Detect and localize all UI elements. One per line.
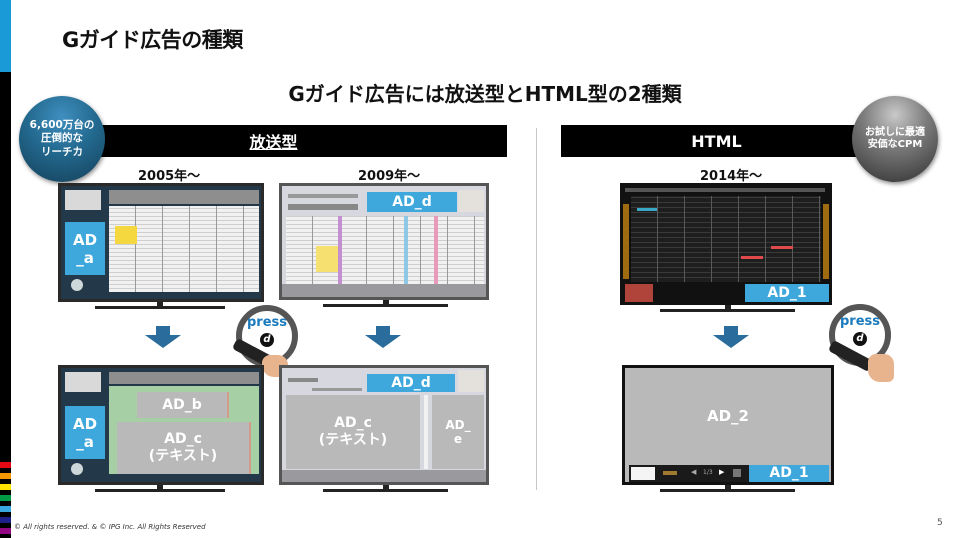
html-section-header: HTML (561, 125, 872, 157)
reach-badge-line: 圧倒的な (41, 132, 83, 145)
page-subtitle: Gガイド広告には放送型とHTML型の2種類 (288, 82, 682, 106)
cpm-badge-line: 安価なCPM (867, 139, 923, 150)
pager-prev-icon[interactable]: ◀ (691, 468, 697, 476)
tv-2005-epg: AD _a (58, 183, 264, 302)
ad-c-text: AD_c (テキスト) (117, 422, 251, 474)
press-label: press (246, 315, 287, 330)
thumbnail-image (458, 190, 484, 212)
color-stripe-lightblue (0, 506, 11, 512)
tv-stand (660, 485, 795, 492)
tv-2014-html-epg: AD_1 (620, 183, 832, 305)
program-text (741, 256, 763, 259)
data-broadcast-area: AD_b AD_c (テキスト) (109, 386, 259, 474)
epg-date-text (288, 204, 358, 210)
thumbnail-image (65, 190, 101, 210)
epg-header (625, 188, 825, 192)
epg-footer (282, 284, 486, 297)
color-stripe-orange (0, 473, 11, 479)
press-label: press (839, 314, 880, 329)
epg-grid (286, 216, 484, 284)
ad-d: AD_d (367, 192, 457, 212)
cpm-badge: お試しに最適 安価なCPM (852, 96, 938, 182)
epg-header (109, 190, 259, 204)
d-button-icon: d (260, 333, 274, 347)
tv-stand (95, 302, 225, 309)
down-arrow-icon (713, 326, 749, 348)
tv-2009-epg: AD_d (279, 183, 489, 300)
ad-1: AD_1 (745, 284, 829, 302)
pager-next-icon[interactable]: ▶ (719, 468, 725, 476)
ad-a: AD _a (65, 222, 105, 275)
ad-1: AD_1 (749, 465, 829, 482)
ad-c-text: AD_c (テキスト) (286, 395, 420, 469)
dpad-icon (71, 463, 83, 475)
epg-grid (631, 196, 821, 282)
epg-grid (109, 206, 259, 292)
tv-2005-data-broadcast: AD _a AD_b AD_c (テキスト) (58, 365, 264, 485)
genre-stripe (434, 216, 438, 284)
year-label-2014: 2014年～ (700, 169, 763, 184)
reach-badge-line: リーチカ (41, 145, 83, 158)
color-stripe-yellow (0, 484, 11, 490)
reach-badge: 6,600万台の 圧倒的な リーチカ (19, 96, 105, 182)
channel-logo (631, 467, 655, 480)
left-accent-bar-blue (0, 0, 11, 72)
header-text (312, 388, 362, 391)
genre-stripe (338, 216, 342, 284)
ad-b: AD_b (137, 392, 229, 418)
ad-e: AD_ e (432, 395, 484, 469)
program-text (771, 246, 793, 249)
left-accent-bar (0, 0, 11, 538)
program-text (637, 208, 657, 211)
broadcast-section-label: 放送型 (249, 133, 298, 152)
thumbnail-image (625, 284, 653, 302)
ad-a: AD _a (65, 406, 105, 459)
down-arrow-icon (365, 326, 401, 348)
page-number: 5 (937, 518, 943, 528)
data-broadcast-header (109, 372, 259, 384)
ad-2: AD_2 (707, 407, 749, 425)
time-rail-left (623, 204, 629, 279)
reach-badge-line: 6,600万台の (29, 119, 95, 132)
genre-stripe (404, 216, 408, 284)
tv-stand (660, 305, 795, 312)
ad-d: AD_d (367, 374, 455, 392)
time-rail-right (823, 204, 829, 279)
hand-icon (868, 354, 894, 382)
tv-stand (95, 485, 225, 492)
color-stripe-green (0, 495, 11, 501)
year-label-2005: 2005年～ (138, 169, 201, 184)
d-button-icon: d (853, 332, 867, 346)
highlighted-program (115, 226, 137, 244)
menu-icon[interactable] (733, 469, 741, 477)
html-ad-navbar: ◀ 1/3 ▶ (629, 465, 749, 482)
cpm-badge-line: お試しに最適 (865, 126, 925, 138)
pager-text: 1/3 (703, 469, 713, 476)
thumbnail-image (458, 370, 484, 392)
epg-title-text (288, 194, 358, 198)
tv-2009-data-broadcast: AD_d AD_c (テキスト) AD_ e (279, 365, 489, 485)
copyright-footer: © All rights reserved. & © IPG Inc. All … (14, 523, 206, 531)
tv-stand (323, 300, 448, 307)
thumbnail-image (65, 372, 101, 392)
color-stripe-red (0, 462, 11, 468)
color-stripe-navy (0, 517, 11, 523)
section-divider (536, 128, 537, 490)
tv-2014-html-ad: AD_2 ◀ 1/3 ▶ AD_1 (622, 365, 834, 485)
header-text (288, 378, 318, 382)
brand-logo (663, 471, 677, 475)
data-broadcast-footer (282, 470, 486, 482)
page-title: Gガイド広告の種類 (62, 28, 243, 52)
broadcast-section-header: 放送型 (40, 125, 507, 157)
highlighted-program (316, 246, 338, 272)
year-label-2009: 2009年～ (358, 169, 421, 184)
down-arrow-icon (145, 326, 181, 348)
tv-stand (323, 485, 448, 492)
color-stripe-purple (0, 528, 11, 534)
scrollbar[interactable] (424, 395, 428, 469)
html-section-label: HTML (691, 131, 742, 151)
dpad-icon (71, 279, 83, 291)
